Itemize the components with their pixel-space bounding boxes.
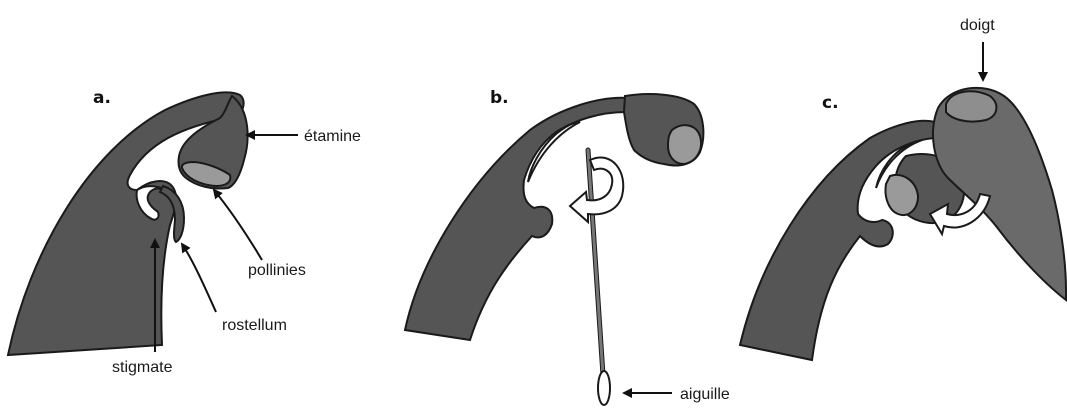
label-etamine: étamine	[304, 128, 361, 145]
panel-a: a. étamine pollinies rostellum stigmate	[8, 88, 361, 376]
needle	[588, 150, 610, 405]
fingernail	[946, 91, 996, 121]
panel-b: b. aiguille	[405, 88, 730, 405]
pointer-rostellum	[182, 244, 216, 312]
panel-c-letter: c.	[822, 93, 839, 113]
panel-a-letter: a.	[93, 88, 111, 108]
label-rostellum: rostellum	[222, 317, 287, 334]
panel-b-letter: b.	[490, 88, 509, 108]
label-stigmate: stigmate	[112, 359, 173, 376]
curved-arrow-b	[570, 158, 623, 222]
label-doigt: doigt	[960, 17, 995, 34]
pollinia-b	[668, 125, 701, 164]
label-aiguille: aiguille	[680, 386, 730, 403]
label-pollinies: pollinies	[248, 262, 306, 279]
panel-c: c. doigt	[740, 17, 1066, 360]
pointer-pollinies	[214, 190, 262, 260]
